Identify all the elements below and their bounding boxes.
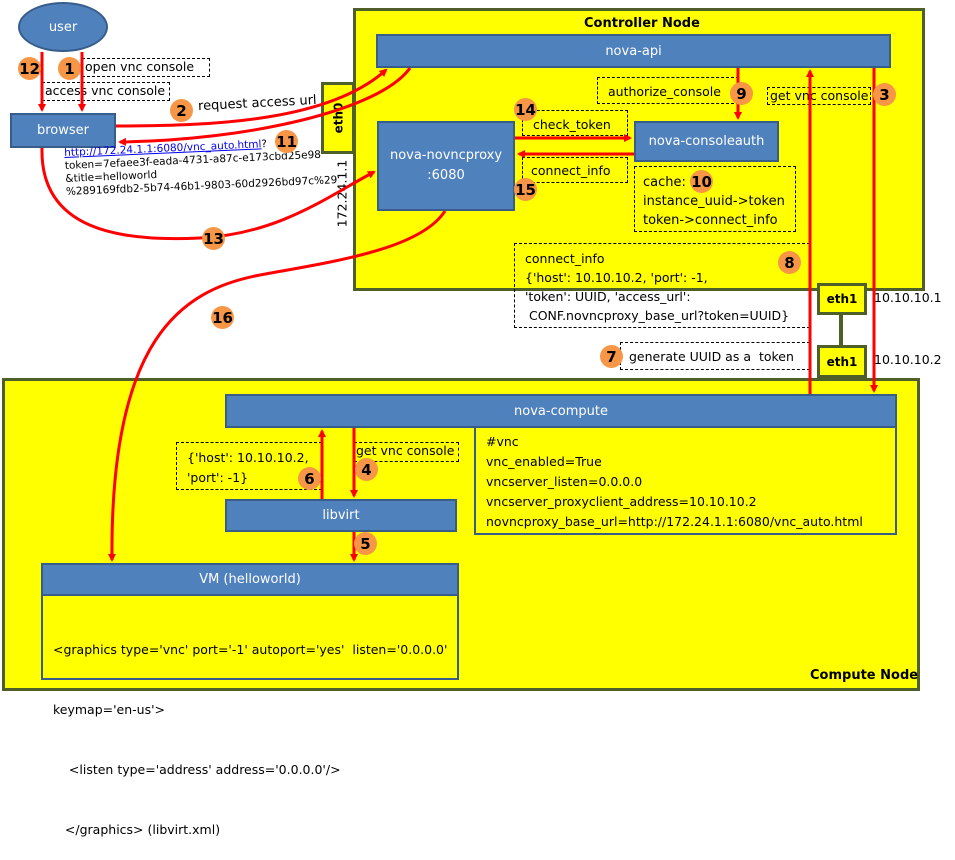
connect-info-line: CONF.novncproxy_base_url?token=UUID} xyxy=(525,308,790,323)
step-badge-2: 2 xyxy=(170,99,193,122)
connect-info-line: connect_info xyxy=(525,251,605,266)
host-port-line: {'host': 10.10.10.2, xyxy=(187,450,309,465)
authorize-console-label: authorize_console xyxy=(597,77,739,104)
compute-node-title: Compute Node xyxy=(810,668,919,683)
step-badge-5: 5 xyxy=(354,532,377,555)
libvirt-box[interactable]: libvirt xyxy=(225,499,457,532)
step-badge-16: 16 xyxy=(211,306,234,329)
cache-line: token->connect_info xyxy=(643,213,778,228)
nova-conf-box: #vnc vnc_enabled=True vncserver_listen=0… xyxy=(474,427,897,535)
eth1-link xyxy=(839,315,843,345)
cache-box: cache: instance_uuid->token token->conne… xyxy=(634,166,796,232)
controller-eth1-label: eth1 xyxy=(826,292,858,306)
authorize-console-text: authorize_console xyxy=(608,84,721,99)
user-actor[interactable]: user xyxy=(18,2,108,52)
step-badge-6: 6 xyxy=(298,467,321,490)
connect-info-line: {'host': 10.10.10.2, 'port': -1, xyxy=(525,270,708,285)
controller-eth1: eth1 xyxy=(817,283,867,315)
consoleauth-label: nova-consoleauth xyxy=(648,134,765,149)
access-url-query: ? xyxy=(261,138,268,151)
get-vnc-console-compute-text: get vnc console xyxy=(356,443,455,458)
conf-line: novncproxy_base_url=http://172.24.1.1:60… xyxy=(486,514,863,529)
xml-line: <listen type='address' address='0.0.0.0'… xyxy=(53,762,341,777)
connect-info-label: connect_info xyxy=(522,157,628,183)
nova-api-box[interactable]: nova-api xyxy=(376,34,891,68)
open-vnc-console-label: open vnc console xyxy=(82,58,210,77)
nova-api-label: nova-api xyxy=(605,43,662,59)
user-label: user xyxy=(48,19,78,35)
connect-info-text: connect_info xyxy=(531,163,611,178)
conf-line: #vnc xyxy=(486,434,519,449)
xml-line: </graphics> (libvirt.xml) xyxy=(53,822,221,837)
xml-line: <graphics type='vnc' port='-1' autoport=… xyxy=(53,642,448,657)
step-badge-10: 10 xyxy=(690,170,713,193)
request-access-url-label: request access url xyxy=(197,92,317,115)
compute-eth1: eth1 xyxy=(817,345,867,378)
conf-line: vncserver_proxyclient_address=10.10.10.2 xyxy=(486,494,757,509)
connect-info-box: connect_info {'host': 10.10.10.2, 'port'… xyxy=(514,243,810,328)
nova-compute-label: nova-compute xyxy=(514,403,608,419)
step-badge-8: 8 xyxy=(778,251,801,274)
access-vnc-console-text: access vnc console xyxy=(45,83,166,98)
step-badge-14: 14 xyxy=(514,98,537,121)
step-badge-4: 4 xyxy=(355,458,378,481)
libvirt-label: libvirt xyxy=(322,508,360,523)
compute-eth1-label: eth1 xyxy=(826,354,858,369)
step-badge-11: 11 xyxy=(275,130,298,153)
browser-label: browser xyxy=(36,123,89,138)
novncproxy-label: nova-novncproxy xyxy=(389,148,503,163)
get-vnc-console-ctrl-label: get vnc console xyxy=(767,87,871,105)
nova-compute-box[interactable]: nova-compute xyxy=(225,394,897,428)
controller-eth1-ip: 10.10.10.1 xyxy=(874,290,942,305)
novncproxy-port: :6080 xyxy=(427,168,465,183)
get-vnc-console-ctrl-text: get vnc console xyxy=(770,88,869,103)
browser-box[interactable]: browser xyxy=(10,113,116,148)
access-vnc-console-label: access vnc console xyxy=(42,82,170,101)
vm-xml-box: <graphics type='vnc' port='-1' autoport=… xyxy=(41,595,459,837)
check-token-label: check_token xyxy=(522,110,628,136)
step-badge-7: 7 xyxy=(600,345,623,368)
nova-consoleauth-box[interactable]: nova-consoleauth xyxy=(634,121,779,162)
nova-novncproxy-box[interactable]: nova-novncproxy :6080 xyxy=(377,121,515,211)
vm-title: VM (helloworld) xyxy=(199,572,301,587)
conf-line: vncserver_listen=0.0.0.0 xyxy=(486,474,643,489)
step-badge-12: 12 xyxy=(18,57,41,80)
step-badge-9: 9 xyxy=(730,82,753,105)
generate-uuid-text: generate UUID as a token xyxy=(629,349,794,364)
conf-line: vnc_enabled=True xyxy=(486,454,602,469)
check-token-text: check_token xyxy=(533,117,611,132)
open-vnc-console-text: open vnc console xyxy=(85,59,195,74)
step-badge-1: 1 xyxy=(58,57,81,80)
generate-uuid-label: generate UUID as a token xyxy=(620,342,810,370)
cache-line: instance_uuid->token xyxy=(643,194,785,209)
xml-line: keymap='en-us'> xyxy=(53,702,166,717)
compute-eth1-ip: 10.10.10.2 xyxy=(874,352,942,367)
vm-box[interactable]: VM (helloworld) xyxy=(41,563,459,596)
step-badge-3: 3 xyxy=(873,83,896,106)
step-badge-13: 13 xyxy=(202,227,225,250)
eth0-label: eth0 xyxy=(331,102,345,134)
controller-node-title: Controller Node xyxy=(584,16,700,31)
step-badge-15: 15 xyxy=(514,178,537,201)
cache-title: cache: xyxy=(643,175,686,190)
connect-info-line: 'token': UUID, 'access_url': xyxy=(525,289,691,304)
